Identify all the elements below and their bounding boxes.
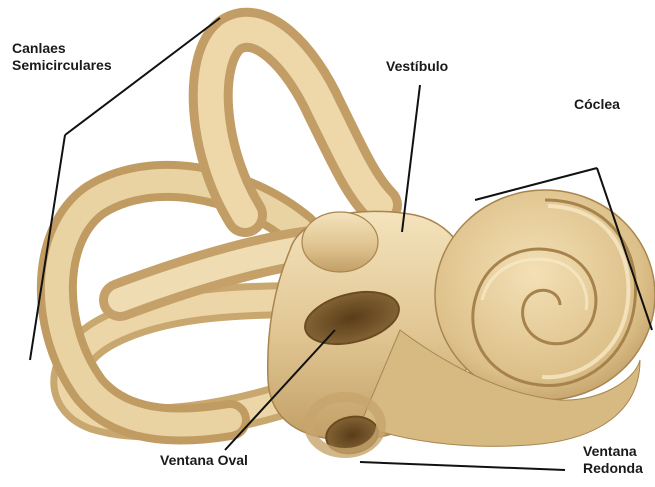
label-semicircular-line1: Canlaes [12,40,112,57]
cochlea-shape [435,190,655,400]
label-cochlea: Cóclea [574,96,620,113]
label-vestibule: Vestíbulo [386,58,448,75]
leader-round-window [360,462,565,470]
label-semicircular-canals: Canlaes Semicirculares [12,40,112,74]
label-round-window-line2: Redonda [583,460,643,477]
label-round-window-line1: Ventana [583,443,643,460]
leader-vestibule [402,85,420,232]
label-round-window: Ventana Redonda [583,443,643,477]
label-cochlea-text: Cóclea [574,96,620,113]
label-vestibule-text: Vestíbulo [386,58,448,75]
label-oval-window: Ventana Oval [160,452,248,469]
label-oval-window-text: Ventana Oval [160,452,248,469]
label-semicircular-line2: Semicirculares [12,57,112,74]
ampulla [302,212,378,272]
